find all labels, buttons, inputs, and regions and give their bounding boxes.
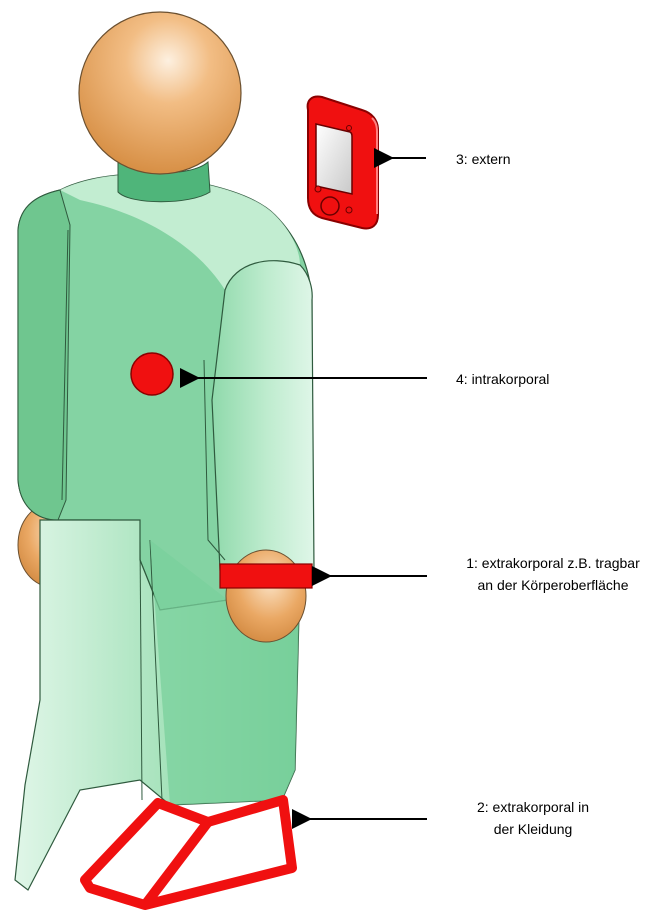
red-dot-icon — [131, 353, 173, 395]
label-intrakorporal: 4: intrakorporal — [456, 368, 549, 390]
label-line: 2: extrakorporal in — [440, 796, 626, 818]
label-line: der Kleidung — [440, 818, 626, 840]
label-extrakorporal-kleidung: 2: extrakorporal in der Kleidung — [440, 796, 626, 840]
label-line: an der Körperoberfläche — [440, 574, 664, 596]
label-extrakorporal-tragbar: 1: extrakorporal z.B. tragbar an der Kör… — [440, 552, 664, 596]
label-line: 1: extrakorporal z.B. tragbar — [440, 552, 664, 574]
shoe-sensor-icon — [85, 800, 292, 905]
right-arm — [212, 261, 314, 570]
wristband-icon — [220, 564, 312, 588]
handheld-device-icon — [308, 97, 378, 229]
label-extern: 3: extern — [456, 148, 510, 170]
person-figure — [15, 12, 314, 890]
head — [79, 12, 241, 174]
